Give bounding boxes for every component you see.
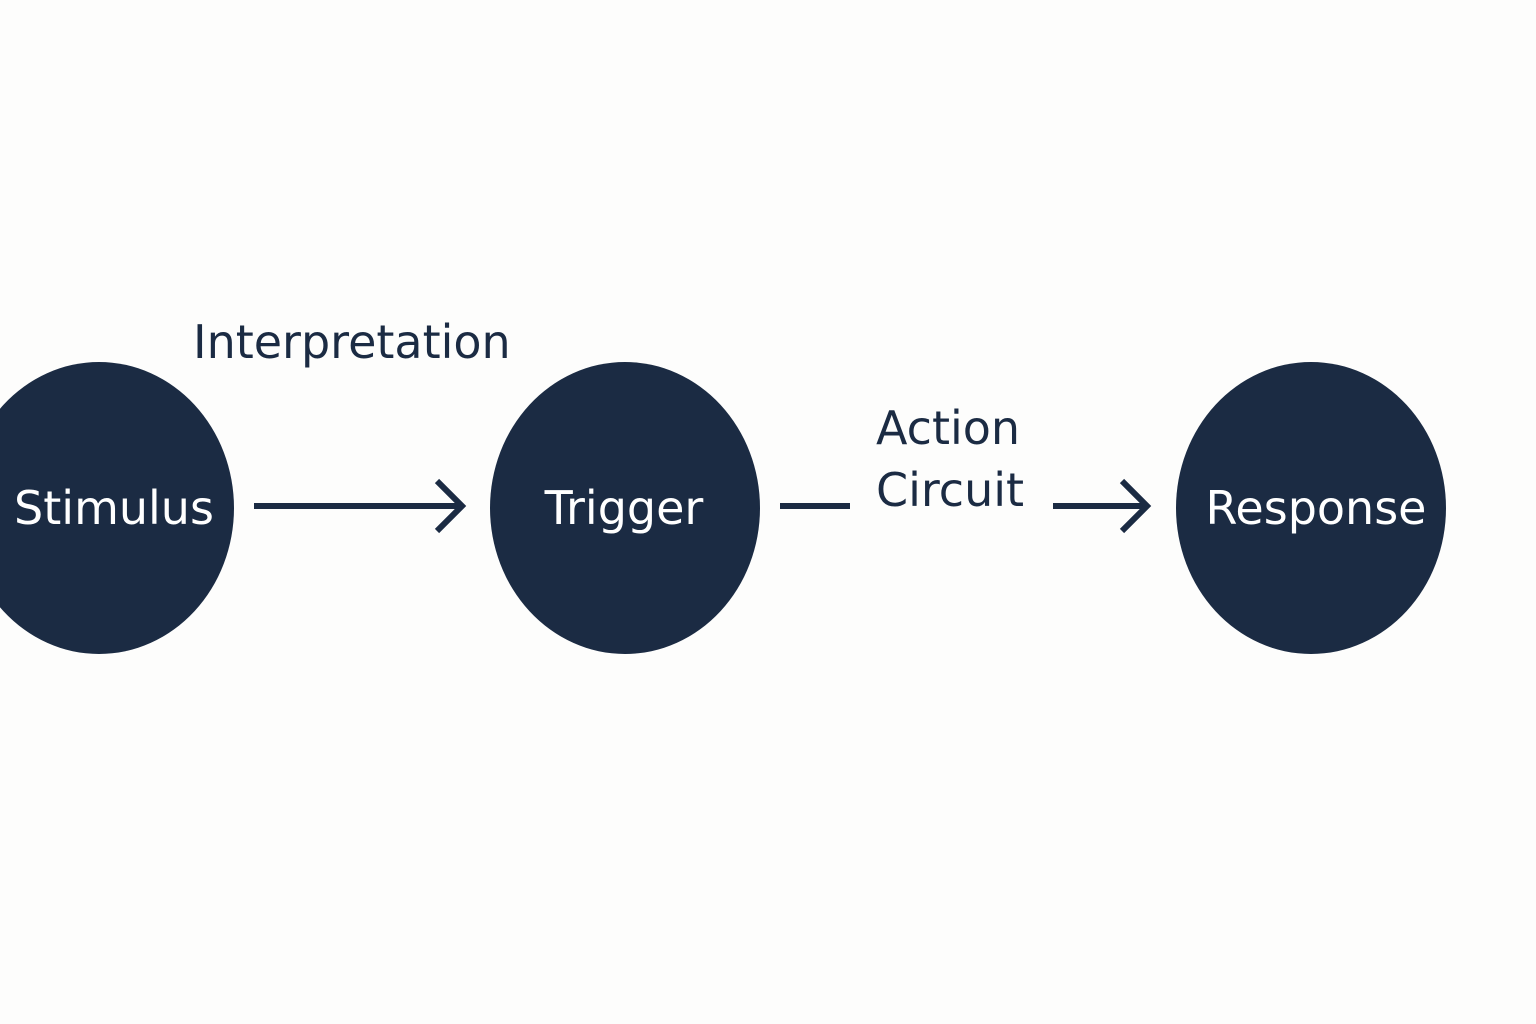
arrow-stimulus-to-trigger — [254, 478, 467, 534]
node-stimulus: Stimulus — [0, 362, 234, 654]
arrow-trigger-to-response — [780, 478, 1152, 534]
arrow-head-icon — [1119, 478, 1152, 534]
node-label-response: Response — [1205, 481, 1427, 535]
arrow-head-icon — [434, 478, 467, 534]
node-trigger: Trigger — [490, 362, 760, 654]
edge-label-line-action: Action — [876, 401, 1021, 455]
edge-label-line-circuit: Circuit — [876, 463, 1025, 517]
node-label-stimulus: Stimulus — [14, 481, 214, 535]
node-response: Response — [1176, 362, 1446, 654]
node-label-trigger: Trigger — [544, 481, 704, 535]
edge-label-action-circuit: Action Circuit — [876, 397, 1024, 521]
edge-label-interpretation: Interpretation — [193, 315, 511, 369]
